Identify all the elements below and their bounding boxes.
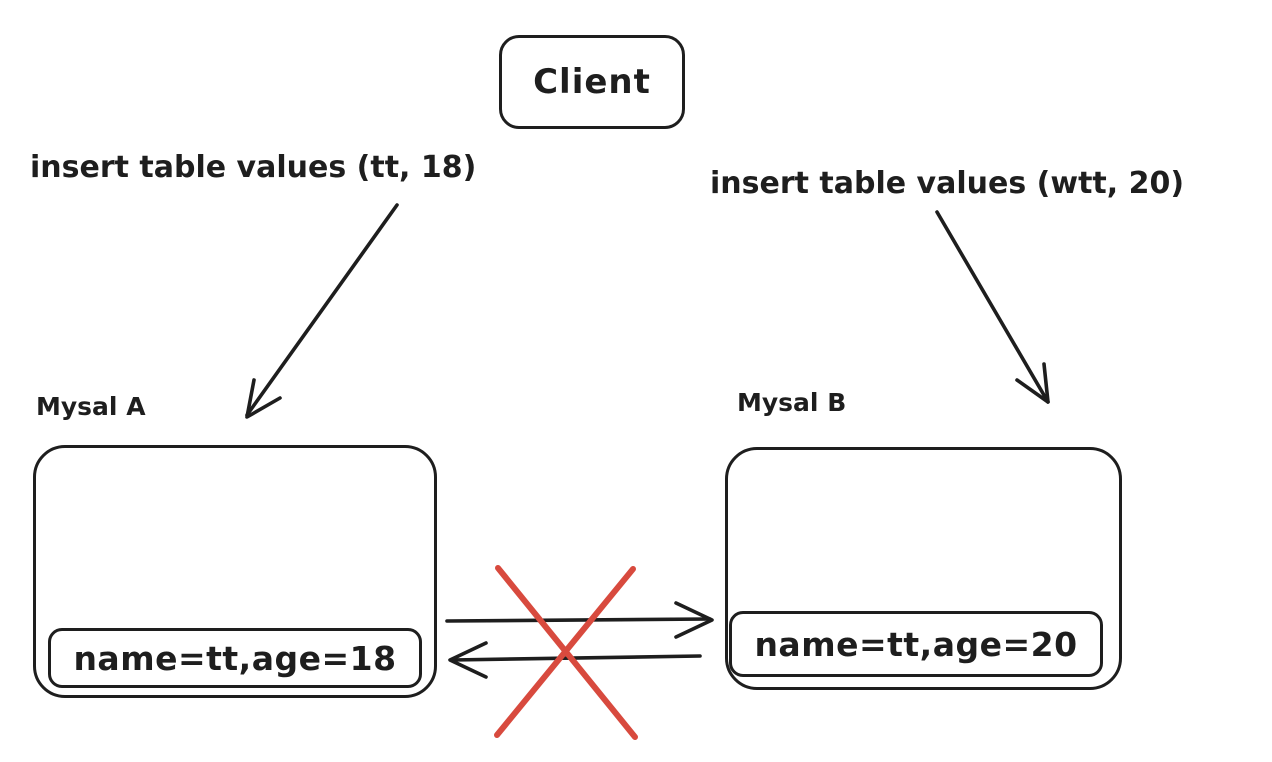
client-to-mysql-a-arrow: [245, 203, 399, 419]
replication-arrow-a-to-b: [445, 601, 714, 639]
mysql-b-row: name=tt,age=20: [729, 611, 1103, 677]
client-to-mysql-b-arrow: [935, 210, 1050, 404]
client-label: Client: [533, 62, 651, 102]
replication-arrow-b-to-a: [448, 641, 702, 679]
insert-query-label-b: insert table values (wtt, 20): [710, 166, 1185, 201]
mysql-b-title: Mysal B: [737, 388, 847, 417]
mysql-a-row: name=tt,age=18: [48, 628, 422, 688]
conflict-cross-icon: [494, 565, 638, 740]
client-node: Client: [499, 35, 685, 129]
mysql-a-title: Mysal A: [36, 392, 146, 421]
insert-query-label-a: insert table values (tt, 18): [30, 150, 477, 185]
mysql-b-row-value: name=tt,age=20: [754, 624, 1078, 664]
mysql-a-row-value: name=tt,age=18: [73, 638, 397, 678]
